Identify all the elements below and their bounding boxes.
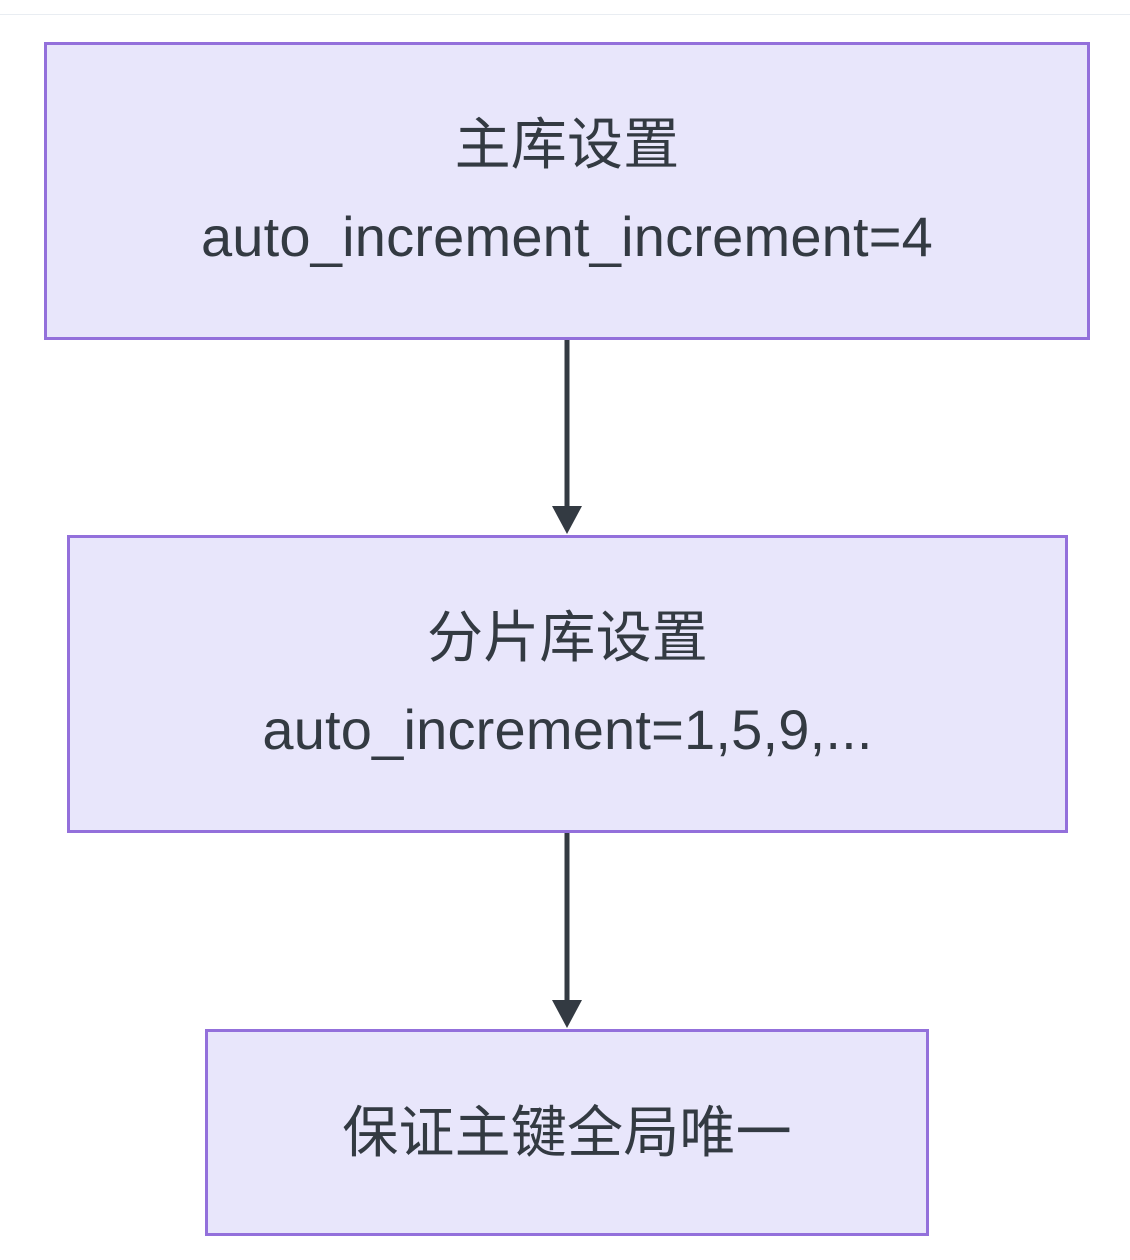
flow-node-master-db-setting[interactable]: 主库设置 auto_increment_increment=4: [44, 42, 1090, 340]
node-result-title: 保证主键全局唯一: [342, 1100, 792, 1164]
edge-shard-to-result: [552, 833, 582, 1028]
node-master-detail: auto_increment_increment=4: [200, 205, 934, 268]
node-master-title: 主库设置: [454, 113, 680, 177]
node-shard-detail: auto_increment=1,5,9,...: [262, 698, 873, 761]
flow-node-global-unique-pk[interactable]: 保证主键全局唯一: [205, 1029, 929, 1236]
edge-master-to-shard: [552, 340, 582, 534]
top-divider-rule: [0, 14, 1130, 15]
flow-node-shard-db-setting[interactable]: 分片库设置 auto_increment=1,5,9,...: [67, 535, 1068, 833]
node-shard-title: 分片库设置: [427, 606, 708, 670]
